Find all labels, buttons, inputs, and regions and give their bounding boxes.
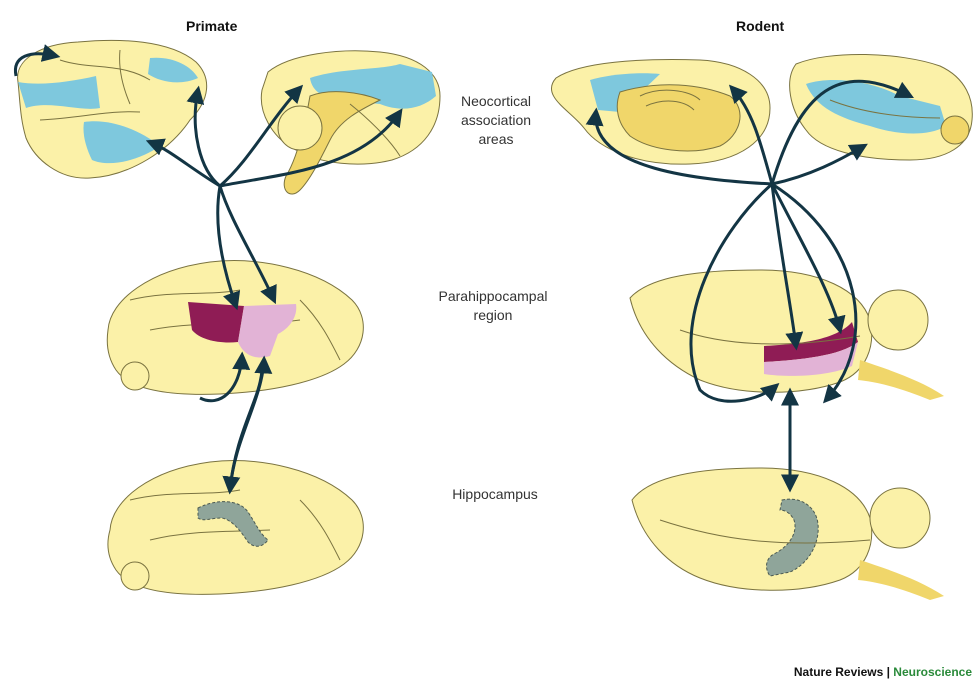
primate-brain-parahippocampal [107,261,363,395]
primate-title: Primate [186,18,237,34]
primate-brain-hippocampus [108,461,363,595]
credit-line: Nature Reviews | Neuroscience [794,665,972,679]
rodent-title: Rodent [736,18,784,34]
hippocampus-label: Hippocampus [440,485,550,504]
parahippocampal-label: Parahippocampal region [430,287,556,325]
journal-name: Nature Reviews [794,665,883,679]
rodent-brain-hippocampus [632,468,944,600]
neocortical-label: Neocortical association areas [446,92,546,149]
journal-section: Neuroscience [893,665,972,679]
credit-separator: | [883,665,893,679]
rodent-brain-lateral [790,54,973,160]
rodent-brain-medial [551,60,770,165]
